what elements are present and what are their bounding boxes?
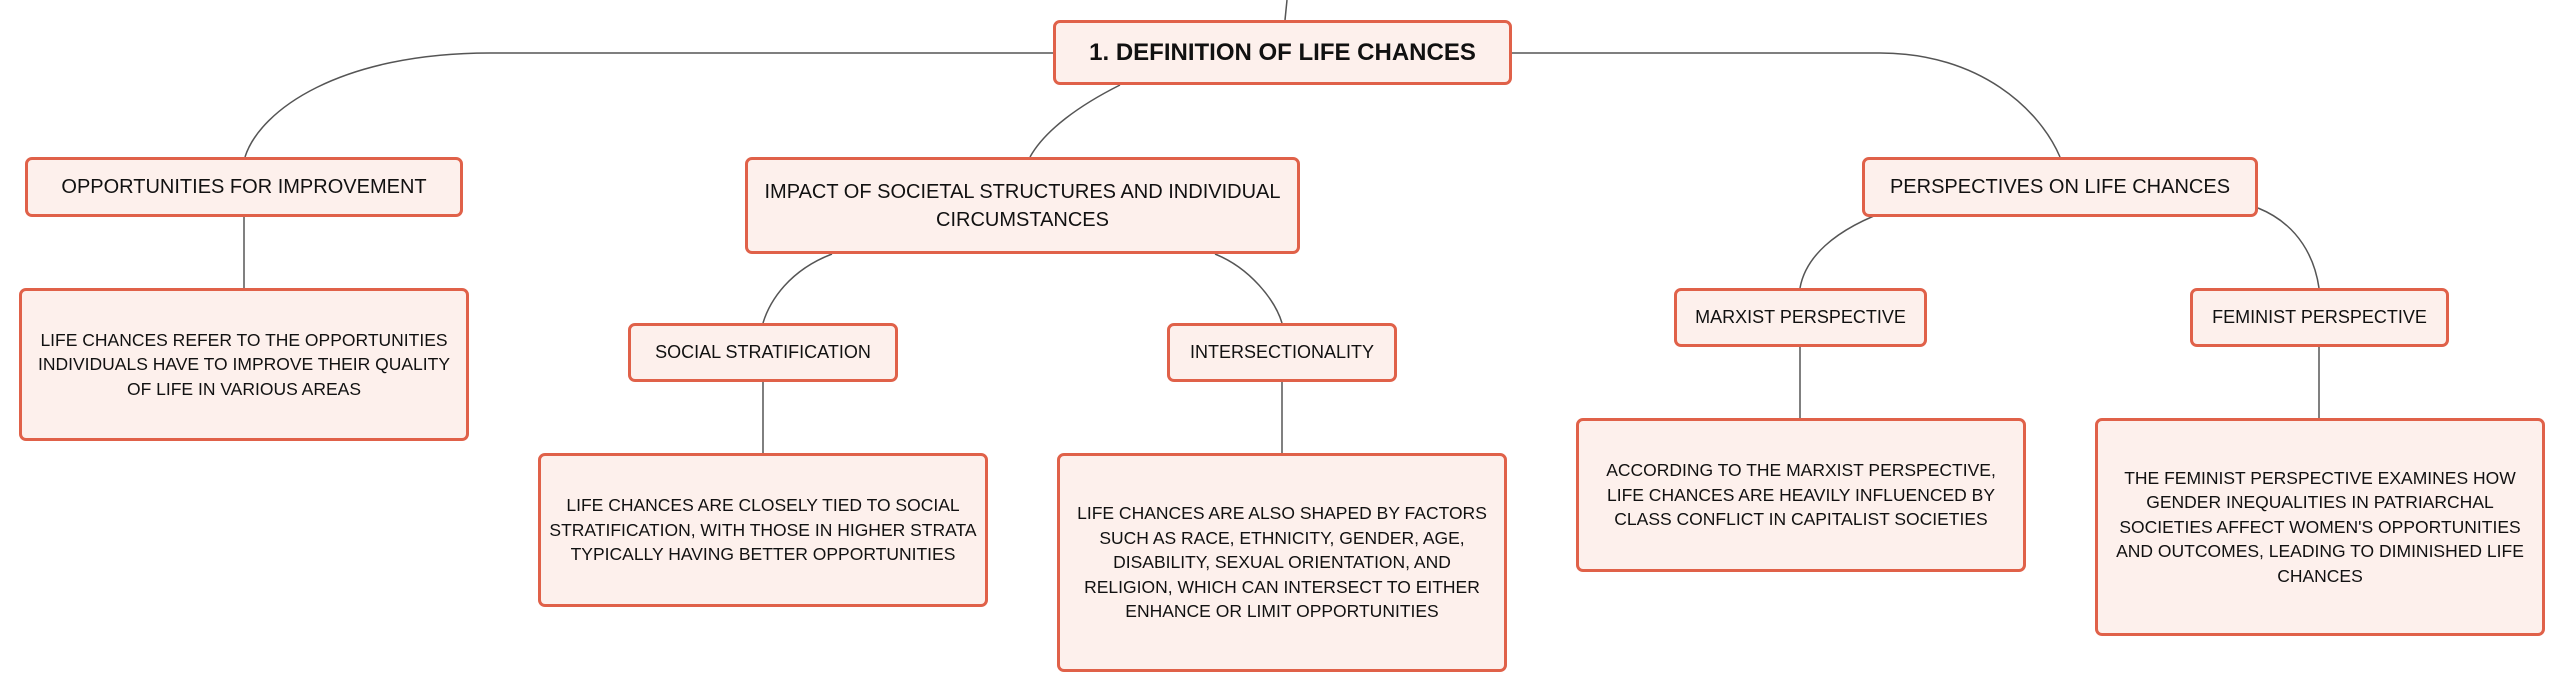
topic-label: PERSPECTIVES ON LIFE CHANCES bbox=[1889, 176, 2231, 198]
subtopic-feminist-perspective[interactable]: FEMINIST PERSPECTIVE bbox=[2190, 288, 2449, 347]
description-text: LIFE CHANCES ARE CLOSELY TIED TO SOCIAL … bbox=[549, 495, 977, 565]
subtopic-label: FEMINIST PERSPECTIVE bbox=[2212, 306, 2427, 327]
connector-impact-intersectionality bbox=[1214, 253, 1283, 324]
subtopic-label: SOCIAL STRATIFICATION bbox=[655, 341, 871, 362]
description-intersectionality[interactable]: LIFE CHANCES ARE ALSO SHAPED BY FACTORS … bbox=[1057, 453, 1507, 672]
description-feminist-perspective[interactable]: THE FEMINIST PERSPECTIVE EXAMINES HOW GE… bbox=[2095, 418, 2545, 636]
connector-central-opportunities bbox=[244, 52, 1053, 158]
central-topic-node[interactable]: 1. DEFINITION OF LIFE CHANCES bbox=[1053, 20, 1512, 85]
description-social-stratification[interactable]: LIFE CHANCES ARE CLOSELY TIED TO SOCIAL … bbox=[538, 453, 988, 607]
topic-label: OPPORTUNITIES FOR IMPROVEMENT bbox=[61, 176, 427, 198]
connector-impact-stratification bbox=[762, 253, 833, 324]
description-text: LIFE CHANCES REFER TO THE OPPORTUNITIES … bbox=[38, 329, 450, 399]
subtopic-social-stratification[interactable]: SOCIAL STRATIFICATION bbox=[628, 323, 898, 382]
subtopic-label: MARXIST PERSPECTIVE bbox=[1695, 306, 1906, 327]
topic-opportunities-for-improvement[interactable]: OPPORTUNITIES FOR IMPROVEMENT bbox=[25, 157, 463, 217]
topic-label: IMPACT OF SOCIETAL STRUCTURES AND INDIVI… bbox=[764, 180, 1281, 231]
topic-perspectives-on-life-chances[interactable]: PERSPECTIVES ON LIFE CHANCES bbox=[1862, 157, 2258, 217]
subtopic-intersectionality[interactable]: INTERSECTIONALITY bbox=[1167, 323, 1397, 382]
connector-central-impact bbox=[1029, 84, 1121, 158]
description-text: ACCORDING TO THE MARXIST PERSPECTIVE, LI… bbox=[1606, 460, 1996, 530]
description-text: LIFE CHANCES ARE ALSO SHAPED BY FACTORS … bbox=[1077, 503, 1487, 622]
description-text: THE FEMINIST PERSPECTIVE EXAMINES HOW GE… bbox=[2116, 467, 2524, 586]
connector-central-perspectives bbox=[1512, 52, 2061, 158]
connector-perspectives-marxist bbox=[1799, 207, 1896, 289]
topic-impact-of-societal-structures[interactable]: IMPACT OF SOCIETAL STRUCTURES AND INDIVI… bbox=[745, 157, 1300, 254]
subtopic-marxist-perspective[interactable]: MARXIST PERSPECTIVE bbox=[1674, 288, 1927, 347]
subtopic-label: INTERSECTIONALITY bbox=[1189, 341, 1375, 362]
description-marxist-perspective[interactable]: ACCORDING TO THE MARXIST PERSPECTIVE, LI… bbox=[1576, 418, 2026, 572]
connector-perspectives-feminist bbox=[2257, 207, 2320, 289]
central-topic-label: 1. DEFINITION OF LIFE CHANCES bbox=[1089, 38, 1476, 66]
connector-root-stub bbox=[1284, 0, 1288, 21]
description-opportunities[interactable]: LIFE CHANCES REFER TO THE OPPORTUNITIES … bbox=[19, 288, 469, 441]
